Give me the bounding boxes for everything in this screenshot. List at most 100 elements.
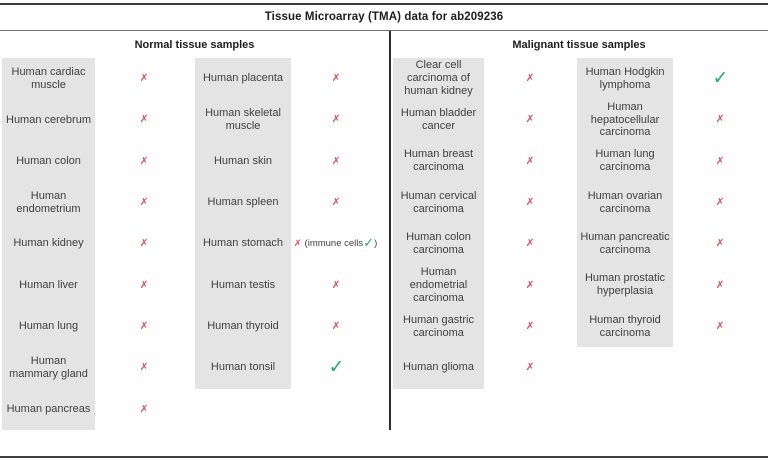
- tissue-name: Human bladder cancer: [393, 99, 484, 141]
- tissue-row: Human liver ✗: [2, 264, 193, 306]
- tissue-name: Human thyroid: [195, 305, 291, 348]
- tissue-column-normal-2: Human placenta✗Human skeletal muscle✗Hum…: [195, 58, 382, 389]
- cross-mark-icon: ✗: [716, 197, 725, 209]
- tissue-row: Human colon ✗: [2, 140, 193, 182]
- result-cell: ✗: [291, 141, 382, 182]
- cross-mark-icon: ✗: [716, 155, 725, 167]
- tissue-row: Human tonsil✓: [195, 347, 382, 389]
- cross-mark-icon: ✗: [526, 279, 535, 291]
- result-cell: ✗(immune cells ✓): [291, 223, 382, 264]
- check-mark-icon: ✓: [712, 67, 729, 90]
- tissue-row: Human kidney✗: [2, 223, 193, 265]
- tissue-name: Human kidney: [2, 223, 95, 265]
- tissue-name: Human testis: [195, 264, 291, 306]
- result-cell: ✗: [95, 265, 193, 306]
- tissue-row: Human pancreas✗: [2, 388, 193, 430]
- tissue-row: Human bladder cancer✗: [393, 99, 577, 141]
- tissue-row: Human prostatic hyperplasia✗: [577, 264, 768, 306]
- tissue-row: Human endometrium ✗: [2, 181, 193, 224]
- tissue-name: Human endometrial carcinoma: [393, 264, 484, 306]
- result-cell: ✗: [291, 265, 382, 306]
- tissue-row: Human hepatocellular carcinoma✗: [577, 99, 768, 141]
- result-cell: ✗: [484, 223, 577, 264]
- cross-mark-icon: ✗: [139, 155, 149, 167]
- cross-mark-icon: ✗: [526, 155, 535, 167]
- tissue-row: Human glioma ✗: [393, 347, 577, 389]
- cross-mark-icon: ✗: [139, 73, 149, 85]
- tissue-column-normal-1: Human cardiac muscle✗Human cerebrum✗Huma…: [2, 58, 193, 430]
- check-mark-icon: ✓: [328, 356, 345, 379]
- tissue-name: Human endometrium: [2, 181, 95, 224]
- result-cell: ✗: [95, 182, 193, 223]
- result-cell: ✗: [673, 223, 768, 264]
- result-cell: ✗: [95, 306, 193, 347]
- result-cell: ✓: [673, 58, 768, 99]
- result-cell: ✗: [291, 306, 382, 347]
- result-cell: ✓: [291, 347, 382, 388]
- tissue-row: Human cerebrum✗: [2, 99, 193, 141]
- cross-mark-icon: ✗: [332, 155, 341, 167]
- result-cell: ✗: [291, 99, 382, 140]
- result-cell: ✗: [484, 306, 577, 347]
- result-cell: ✗: [673, 141, 768, 182]
- tissue-row: Human testis✗: [195, 264, 382, 306]
- tissue-row: Human skeletal muscle ✗: [195, 99, 382, 141]
- tissue-name: Human pancreas: [2, 388, 95, 430]
- result-cell: ✗: [291, 58, 382, 99]
- tissue-name: Human skeletal muscle: [195, 99, 291, 141]
- result-cell: ✗: [95, 141, 193, 182]
- title-underline: [0, 30, 768, 31]
- result-cell: ✗: [95, 223, 193, 264]
- result-cell: ✗: [95, 58, 193, 99]
- tissue-name: Human prostatic hyperplasia: [577, 264, 673, 306]
- tissue-name: Clear cell carcinoma of human kidney: [393, 58, 484, 100]
- tissue-column-malignant-2: Human Hodgkin lymphoma ✓ Human hepatocellu…: [577, 58, 768, 348]
- tissue-row: Human breast carcinoma✗: [393, 140, 577, 182]
- tissue-name: Human lung carcinoma: [577, 140, 673, 182]
- tissue-row: Human thyroid carcinoma✗: [577, 305, 768, 348]
- tissue-row: Human cardiac muscle ✗: [2, 58, 193, 100]
- tissue-row: Human cervical carcinoma✗: [393, 181, 577, 224]
- cross-mark-icon: ✗: [332, 197, 341, 209]
- tissue-name: Human glioma: [393, 347, 484, 389]
- cross-mark-icon: ✗: [526, 362, 535, 374]
- result-cell: ✗: [484, 182, 577, 223]
- tissue-name: Human placenta: [195, 58, 291, 100]
- tissue-name: Human liver: [2, 264, 95, 306]
- cross-mark-icon: ✗: [526, 197, 535, 209]
- result-cell: ✗: [673, 182, 768, 223]
- tissue-row: Human thyroid✗: [195, 305, 382, 348]
- tissue-column-malignant-1: Clear cell carcinoma of human kidney✗Hum…: [393, 58, 577, 389]
- cross-mark-icon: ✗: [293, 238, 302, 249]
- section-header-normal: Normal tissue samples: [134, 38, 255, 51]
- cross-mark-icon: ✗: [139, 197, 149, 209]
- tissue-name: Human cardiac muscle: [2, 58, 95, 100]
- bottom-border-line: [0, 456, 768, 458]
- result-cell: ✗: [95, 99, 193, 140]
- tissue-row: Human skin✗: [195, 140, 382, 182]
- tissue-name: Human mammary gland: [2, 347, 95, 389]
- cross-mark-icon: ✗: [526, 238, 535, 250]
- check-mark-icon: ✓: [363, 236, 375, 252]
- tissue-row: Human endometrial carcinoma ✗: [393, 264, 577, 306]
- cross-mark-icon: ✗: [139, 321, 149, 333]
- tissue-row: Human ovarian carcinoma✗: [577, 181, 768, 224]
- tissue-row: Human gastric carcinoma✗: [393, 305, 577, 348]
- tissue-name: Human colon: [2, 140, 95, 182]
- tissue-row: Human placenta ✗: [195, 58, 382, 100]
- page-title: Tissue Microarray (TMA) data for ab20923…: [264, 11, 504, 23]
- result-cell: ✗: [484, 99, 577, 140]
- tissue-name: Human hepatocellular carcinoma: [577, 99, 673, 141]
- tissue-name: Human Hodgkin lymphoma: [577, 58, 673, 100]
- tissue-row: Human colon carcinoma✗: [393, 223, 577, 265]
- tissue-name: Human cerebrum: [2, 99, 95, 141]
- tissue-name: Human lung: [2, 305, 95, 348]
- result-cell: ✗: [95, 389, 193, 430]
- cross-mark-icon: ✗: [332, 73, 341, 85]
- tissue-row: Human Hodgkin lymphoma ✓: [577, 58, 768, 100]
- cross-mark-icon: ✗: [332, 114, 341, 126]
- cross-mark-icon: ✗: [139, 279, 149, 291]
- result-cell: ✗: [291, 182, 382, 223]
- tissue-name: Human thyroid carcinoma: [577, 305, 673, 348]
